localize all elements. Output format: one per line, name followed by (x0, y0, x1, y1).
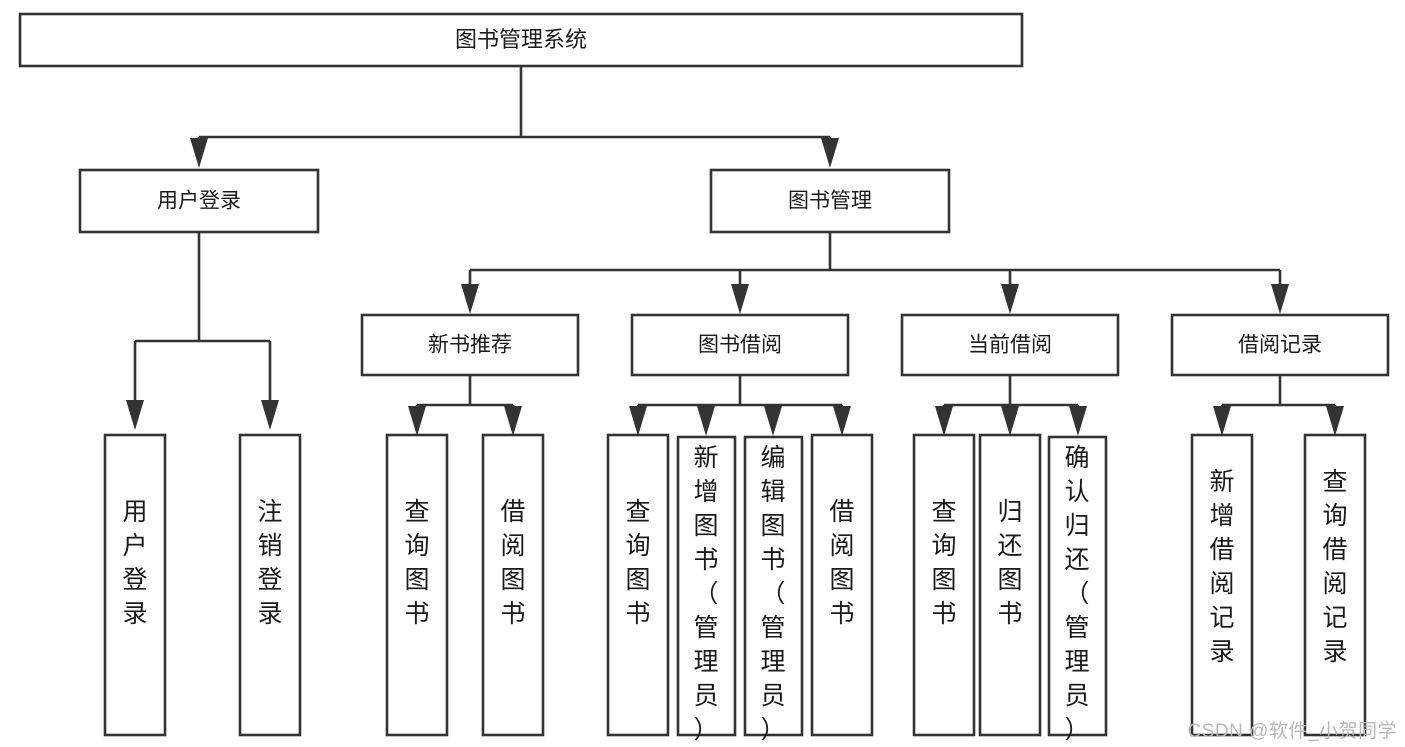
node-root-box[interactable] (18, 12, 1024, 68)
node-leaf-user-login-logout[interactable]: 注销登录 (238, 433, 302, 737)
node-leaf-box[interactable] (810, 433, 874, 737)
arrow-leaf-current-3 (1069, 406, 1087, 436)
node-borrow-record-label: 借阅记录 (1238, 334, 1322, 357)
node-borrow-record-box[interactable] (1170, 313, 1390, 377)
node-leaf-box[interactable] (912, 433, 976, 737)
node-leaf-borrow-edit-book[interactable]: 编辑图书（管理员） (743, 435, 804, 744)
node-leaf-label: 查询图书 (404, 498, 429, 628)
node-leaf-recommend-query-book[interactable]: 查询图书 (385, 433, 449, 737)
arrow-leaf-borrow-3 (764, 406, 782, 436)
arrow-leaf-record-2 (1326, 406, 1344, 436)
node-leaf-label: 新增借阅记录 (1209, 468, 1234, 666)
node-leaf-recommend-borrow-book[interactable]: 借阅图书 (481, 433, 545, 737)
arrow-leaf-borrow-1 (629, 406, 647, 436)
node-current-borrow[interactable]: 当前借阅 (900, 313, 1120, 377)
arrow-leaf-borrow-4 (833, 406, 851, 436)
node-user-login-label: 用户登录 (157, 190, 241, 213)
node-new-book-recommend[interactable]: 新书推荐 (360, 313, 580, 377)
node-leaf-label: 查询图书 (625, 498, 650, 628)
node-leaf-label: 查询借阅记录 (1322, 468, 1347, 666)
arrow-leaf-user-login-1 (126, 400, 144, 430)
node-leaf-label: 借阅图书 (829, 498, 854, 628)
node-leaf-box[interactable] (103, 433, 167, 737)
node-leaf-box[interactable] (481, 433, 545, 737)
node-leaf-box[interactable] (978, 433, 1042, 737)
node-leaf-box[interactable] (385, 433, 449, 737)
connector-layer (126, 66, 1344, 436)
node-current-borrow-box[interactable] (900, 313, 1120, 377)
node-current-borrow-label: 当前借阅 (968, 334, 1052, 357)
node-leaf-label: 确认归还（管理员） (1064, 444, 1089, 744)
node-book-borrow-label: 图书借阅 (698, 334, 782, 357)
node-leaf-box[interactable] (1190, 433, 1254, 737)
arrow-current-borrow (1001, 284, 1019, 314)
arrow-leaf-record-1 (1213, 406, 1231, 436)
node-leaf-borrow-borrow-book[interactable]: 借阅图书 (810, 433, 874, 737)
node-leaf-current-confirm-return[interactable]: 确认归还（管理员） (1047, 435, 1108, 744)
arrow-book-manage (821, 138, 839, 168)
node-leaf-user-login-login[interactable]: 用户登录 (103, 433, 167, 737)
arrow-leaf-current-1 (935, 406, 953, 436)
node-leaf-box[interactable] (743, 435, 804, 737)
arrow-user-login (190, 138, 208, 168)
node-leaf-current-return-book[interactable]: 归还图书 (978, 433, 1042, 737)
node-leaf-box[interactable] (676, 435, 737, 737)
node-leaf-box[interactable] (238, 433, 302, 737)
node-leaf-borrow-add-book[interactable]: 新增图书（管理员） (676, 435, 737, 744)
node-book-borrow[interactable]: 图书借阅 (630, 313, 850, 377)
arrow-book-borrow (731, 284, 749, 314)
arrow-leaf-borrow-2 (697, 406, 715, 436)
node-leaf-label: 编辑图书（管理员） (760, 444, 785, 744)
node-leaf-label: 借阅图书 (500, 498, 525, 628)
node-user-login[interactable]: 用户登录 (78, 168, 320, 234)
node-new-book-recommend-label: 新书推荐 (428, 334, 512, 357)
node-leaf-borrow-query-book[interactable]: 查询图书 (606, 433, 670, 737)
node-book-manage[interactable]: 图书管理 (709, 168, 951, 234)
node-book-manage-label: 图书管理 (788, 190, 872, 213)
node-leaf-label: 归还图书 (997, 498, 1022, 628)
node-root-label: 图书管理系统 (455, 27, 587, 52)
node-leaf-label: 新增图书（管理员） (693, 444, 718, 744)
arrow-new-book-recommend (461, 284, 479, 314)
arrow-leaf-recommend-2 (504, 406, 522, 436)
node-leaf-box[interactable] (606, 433, 670, 737)
node-book-manage-box[interactable] (709, 168, 951, 234)
node-leaf-label: 用户登录 (122, 498, 147, 628)
arrow-leaf-recommend-1 (408, 406, 426, 436)
node-leaf-box[interactable] (1303, 433, 1367, 737)
node-leaf-record-query-record[interactable]: 查询借阅记录 (1303, 433, 1367, 737)
node-leaf-box[interactable] (1047, 435, 1108, 737)
node-root[interactable]: 图书管理系统 (18, 12, 1024, 68)
arrow-leaf-user-login-2 (261, 400, 279, 430)
arrow-leaf-current-2 (1001, 406, 1019, 436)
node-borrow-record[interactable]: 借阅记录 (1170, 313, 1390, 377)
node-new-book-recommend-box[interactable] (360, 313, 580, 377)
node-leaf-label: 注销登录 (257, 498, 282, 628)
node-user-login-box[interactable] (78, 168, 320, 234)
node-book-borrow-box[interactable] (630, 313, 850, 377)
arrow-borrow-record (1271, 284, 1289, 314)
node-leaf-record-add-record[interactable]: 新增借阅记录 (1190, 433, 1254, 737)
node-leaf-label: 查询图书 (931, 498, 956, 628)
node-leaf-current-query-book[interactable]: 查询图书 (912, 433, 976, 737)
